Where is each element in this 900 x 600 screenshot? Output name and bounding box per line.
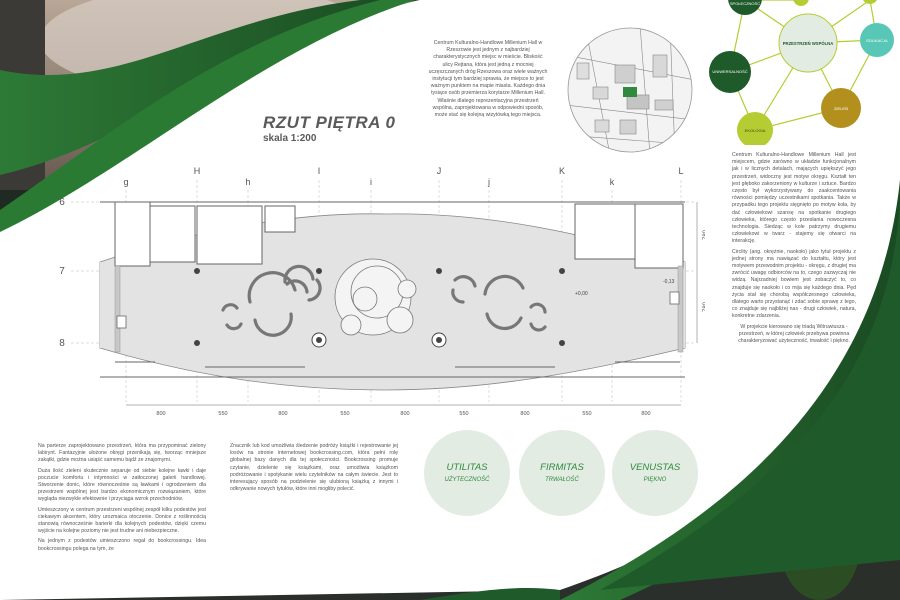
level-mark-1: +0,00 [575,291,588,297]
axis-col-L: L [678,166,683,176]
axis-col-j: j [487,177,490,187]
axis-col-i: i [370,177,372,187]
right-column-text: Centrum Kulturalno-Handlowe Millenium Ha… [732,152,856,348]
triad-2-label: FIRMITAS [540,462,584,473]
triad-3-label: VENUSTAS [630,462,681,473]
triad-2-sub: TRWAŁOŚĆ [545,476,579,483]
bottom-left-paragraph-2: Duża ilość zieleni skutecznie separuje o… [38,467,206,503]
axis-row-7: 7 [59,266,65,277]
node-1 [728,0,762,15]
vitruvian-triad: UTILITAS UŻYTECZNOŚĆ FIRMITAS TRWAŁOŚĆ V… [424,430,698,516]
axis-col-K: K [559,166,565,176]
node-2-label: UNIWERSALNOŚĆ [712,69,747,74]
triad-1-label: UTILITAS [447,462,489,473]
triad-circle-2 [519,430,605,516]
dim-bottom-6: 550 [459,411,468,417]
level-mark-2: -0,13 [663,279,675,285]
dim-side-1: 780 [703,229,705,240]
right-paragraph-2: Circlity (ang. okrężnie, naokoło) jako t… [732,248,856,320]
dim-bottom-8: 550 [582,411,591,417]
bottom-left-paragraph-1: Na parterze zaprojektowano przestrzeń, k… [38,443,206,464]
floor-plan: g H h I i J j K k L 6 7 8 [59,166,705,417]
dim-bottom-7: 800 [520,411,529,417]
node-2 [709,51,751,93]
dim-bottom-1: 800 [156,411,165,417]
node-4-label: ZIELEŃ [834,106,848,111]
dim-bottom-9: 800 [641,411,650,417]
node-3-label: EDUKACJA [866,38,888,43]
axis-col-I: I [318,166,321,176]
triad-circle-1 [424,430,510,516]
right-paragraph-3: W projekcie kierowano się triadą Witruwi… [738,323,850,345]
axis-col-g: g [123,177,128,187]
plan-scale: skala 1:200 [263,133,317,144]
dim-bottom-5: 800 [400,411,409,417]
dim-bottom-3: 800 [278,411,287,417]
bottom-left-text: Na parterze zaprojektowano przestrzeń, k… [38,443,206,556]
axis-col-h: h [245,177,250,187]
axis-row-8: 8 [59,338,65,349]
bottom-middle-text: Znacznik lub kod umożliwia śledzenie pod… [230,443,398,493]
plan-title: RZUT PIĘTRA 0 [263,113,396,132]
right-paragraph-1: Centrum Kulturalno-Handlowe Millenium Ha… [732,152,856,245]
bottom-left-paragraph-4: Na jednym z podestów umieszczono regał d… [38,538,206,552]
node-center [778,13,838,73]
bottom-left-paragraph-3: Umieszczony w centrum przestrzeni wspóln… [38,506,206,535]
node-4 [821,88,861,128]
triad-1-sub: UŻYTECZNOŚĆ [445,476,491,483]
site-map [567,27,693,153]
axis-row-6: 6 [59,197,65,208]
site-marker [623,87,637,97]
node-3 [860,23,894,57]
axis-col-k: k [610,177,615,187]
node-5-label: EKOLOGIA [745,128,766,133]
node-1-label: SPOŁECZNOŚĆ [730,1,760,6]
intro-paragraph: Centrum Kulturalno-Handlowe Millenium Ha… [428,40,548,119]
dim-bottom-2: 550 [218,411,227,417]
axis-col-H: H [194,166,201,176]
node-center-label: PRZESTRZEŃ WSPÓLNA [783,41,833,46]
concept-network: SPOŁECZNOŚĆ PRZESTRZEŃ WSPÓLNA UNIWERSAL… [709,0,894,145]
dim-side-2: 780 [703,301,705,312]
triad-3-sub: PIĘKNO [644,477,667,483]
dim-bottom-4: 550 [340,411,349,417]
axis-col-J: J [437,166,442,176]
triad-circle-3 [612,430,698,516]
node-5 [737,112,773,145]
